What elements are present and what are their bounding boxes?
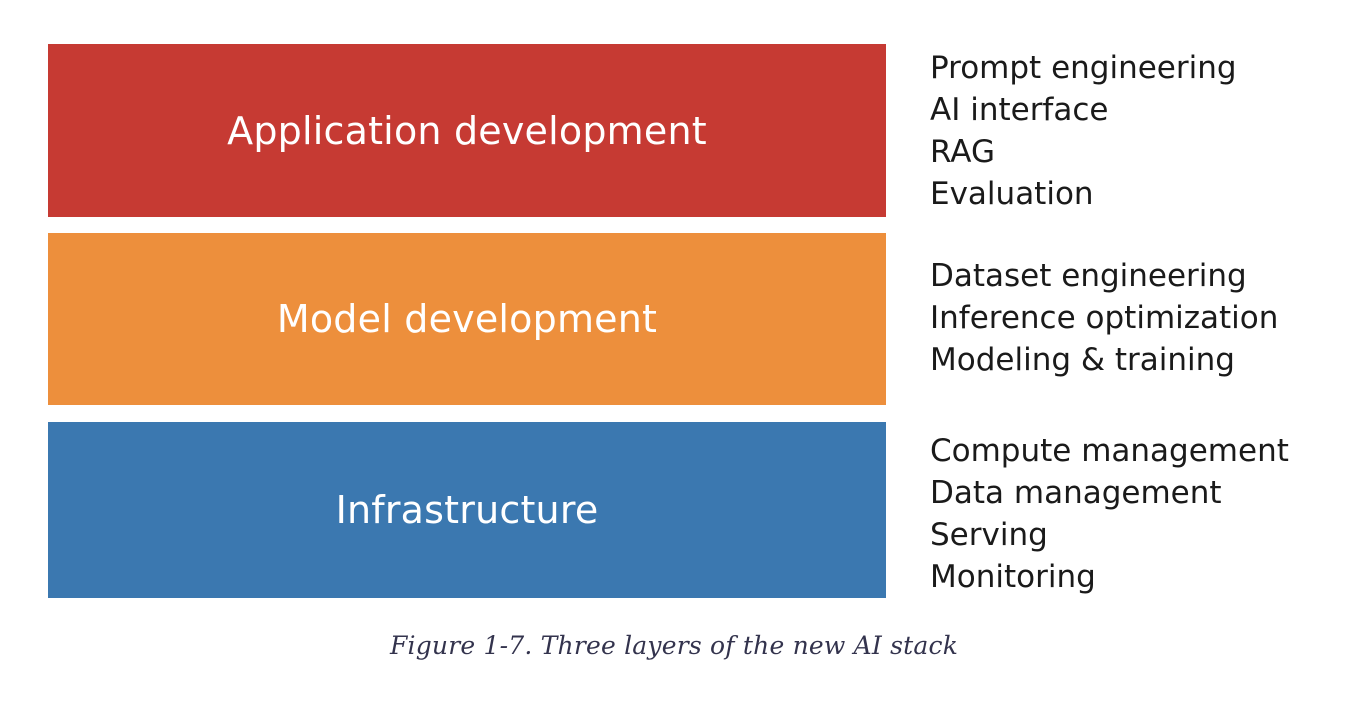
component-item: Prompt engineering <box>930 50 1237 86</box>
component-list-application-development: Prompt engineering AI interface RAG Eval… <box>930 47 1330 215</box>
component-item: Inference optimization <box>930 300 1279 336</box>
layer-block-model-development: Model development <box>48 233 886 405</box>
figure-caption: Figure 1-7. Three layers of the new AI s… <box>389 631 959 660</box>
component-item: Serving <box>930 517 1048 553</box>
component-item: RAG <box>930 134 995 170</box>
component-list-model-development: Dataset engineering Inference optimizati… <box>930 255 1330 381</box>
component-item: Monitoring <box>930 559 1096 595</box>
component-item: Data management <box>930 475 1222 511</box>
component-item: Compute management <box>930 433 1289 469</box>
component-item: Dataset engineering <box>930 258 1247 294</box>
component-item: AI interface <box>930 92 1109 128</box>
component-item: Modeling & training <box>930 342 1235 378</box>
component-item: Evaluation <box>930 176 1094 212</box>
layer-block-infrastructure: Infrastructure <box>48 422 886 598</box>
layer-label-application-development: Application development <box>227 108 707 153</box>
layer-label-infrastructure: Infrastructure <box>335 488 599 532</box>
layer-label-model-development: Model development <box>276 297 658 341</box>
component-list-infrastructure: Compute management Data management Servi… <box>930 430 1330 598</box>
layer-block-application-development: Application development <box>48 44 886 217</box>
